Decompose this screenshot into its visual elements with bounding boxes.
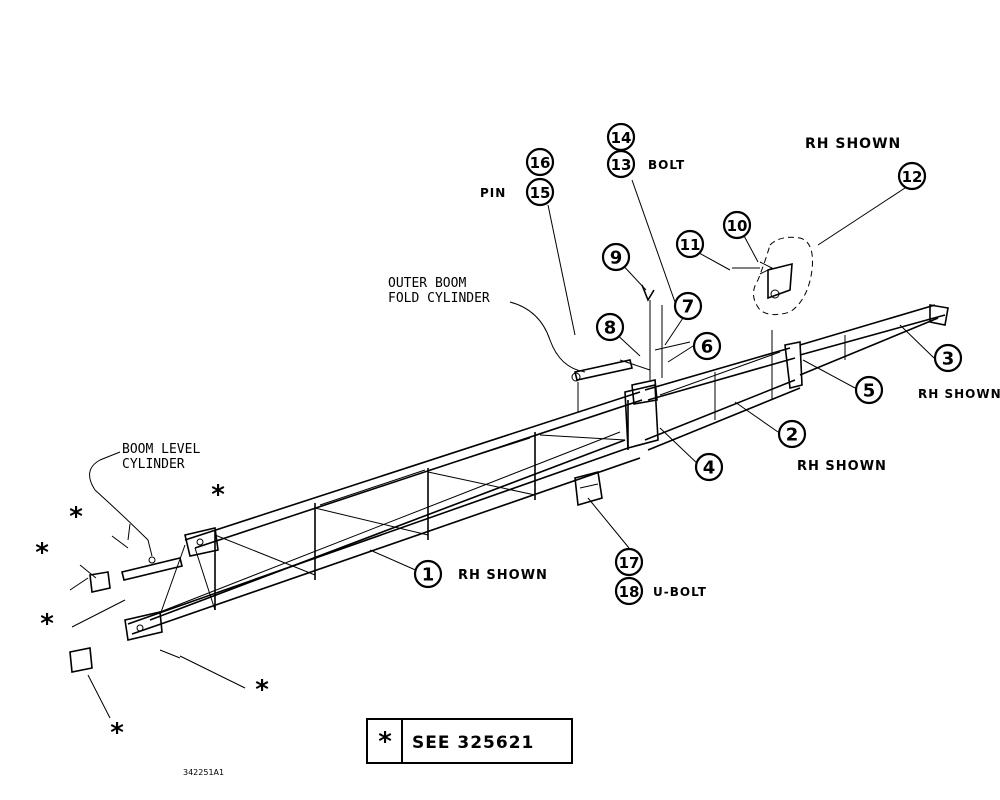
asterisk-marker: * bbox=[40, 609, 54, 639]
callout-2-num: 2 bbox=[786, 425, 799, 446]
figure-id: 342251A1 bbox=[183, 768, 224, 777]
callout-1-note: RH SHOWN bbox=[458, 568, 548, 583]
inner-boom-frame bbox=[124, 391, 643, 641]
callout-7-num: 7 bbox=[682, 297, 695, 318]
callout-18: 18 U-BOLT bbox=[614, 576, 707, 606]
boom-level-label-line2: CYLINDER bbox=[122, 457, 185, 472]
callout-3: 3 RH SHOWN bbox=[918, 343, 1000, 401]
legend-asterisk: * bbox=[378, 727, 392, 757]
callout-7: 7 bbox=[673, 291, 703, 321]
callout-17-num: 17 bbox=[619, 554, 640, 572]
callout-10-num: 10 bbox=[727, 217, 748, 235]
callout-11-num: 11 bbox=[680, 236, 701, 254]
asterisk-marker: * bbox=[35, 538, 49, 568]
callout-13-num: 13 bbox=[611, 156, 632, 174]
legend-text: SEE 325621 bbox=[412, 733, 534, 753]
outer-boom-label-line2: FOLD CYLINDER bbox=[388, 291, 490, 306]
callout-13: 13 BOLT bbox=[606, 149, 685, 179]
callout-3-note: RH SHOWN bbox=[918, 387, 1000, 401]
callout-12: 12 bbox=[897, 161, 927, 191]
callout-9: 9 bbox=[601, 242, 631, 272]
outer-boom-frame bbox=[799, 304, 949, 376]
legend-box: * SEE 325621 bbox=[366, 718, 573, 764]
u-bolt-clamp bbox=[574, 471, 603, 507]
callout-4-num: 4 bbox=[703, 458, 716, 479]
callout-5-num: 5 bbox=[863, 381, 876, 402]
callout-16-num: 16 bbox=[530, 154, 551, 172]
outer-boom-label-line1: OUTER BOOM bbox=[388, 276, 466, 291]
callout-10: 10 bbox=[722, 210, 752, 240]
asterisk-marker: * bbox=[211, 480, 225, 510]
callout-11: 11 bbox=[675, 229, 705, 259]
callout-14: 14 bbox=[606, 122, 636, 152]
callout-8-num: 8 bbox=[604, 318, 617, 339]
callout-4: 4 bbox=[694, 452, 724, 482]
hinge-hardware bbox=[577, 284, 691, 412]
left-mount-hardware bbox=[69, 535, 181, 673]
outer-boom-fold-cylinder bbox=[571, 359, 633, 382]
middle-boom-frame bbox=[624, 341, 803, 451]
rh-shown-header: RH SHOWN bbox=[805, 136, 901, 152]
callout-15-num: 15 bbox=[530, 184, 551, 202]
callout-8: 8 bbox=[595, 312, 625, 342]
callout-18-note: U-BOLT bbox=[653, 585, 707, 599]
callout-17: 17 bbox=[614, 547, 644, 577]
callout-14-num: 14 bbox=[611, 129, 632, 147]
boom-level-label-line1: BOOM LEVEL bbox=[122, 442, 200, 457]
callout-12-num: 12 bbox=[902, 168, 923, 186]
asterisk-marker: * bbox=[110, 718, 124, 748]
callout-2-note: RH SHOWN bbox=[797, 459, 887, 474]
callout-3-num: 3 bbox=[942, 349, 955, 370]
asterisk-marker: * bbox=[255, 675, 269, 705]
callout-2: 2 RH SHOWN bbox=[777, 419, 887, 474]
callout-9-num: 9 bbox=[610, 248, 623, 269]
callout-5: 5 bbox=[854, 375, 884, 405]
callout-1-num: 1 bbox=[422, 565, 435, 586]
boom-level-cylinder bbox=[121, 556, 183, 581]
callout-15: 15 bbox=[525, 177, 555, 207]
callout-16: 16 bbox=[525, 147, 555, 177]
callout-1: 1 RH SHOWN bbox=[413, 559, 548, 589]
bracket-12-group bbox=[732, 236, 813, 400]
callout-13-note: BOLT bbox=[648, 158, 685, 172]
leader-lines bbox=[69, 179, 935, 719]
pin-label: PIN bbox=[480, 186, 506, 200]
asterisk-marker: * bbox=[69, 502, 83, 532]
callout-18-num: 18 bbox=[619, 583, 640, 601]
callout-6: 6 bbox=[692, 331, 722, 361]
callout-6-num: 6 bbox=[701, 337, 714, 358]
